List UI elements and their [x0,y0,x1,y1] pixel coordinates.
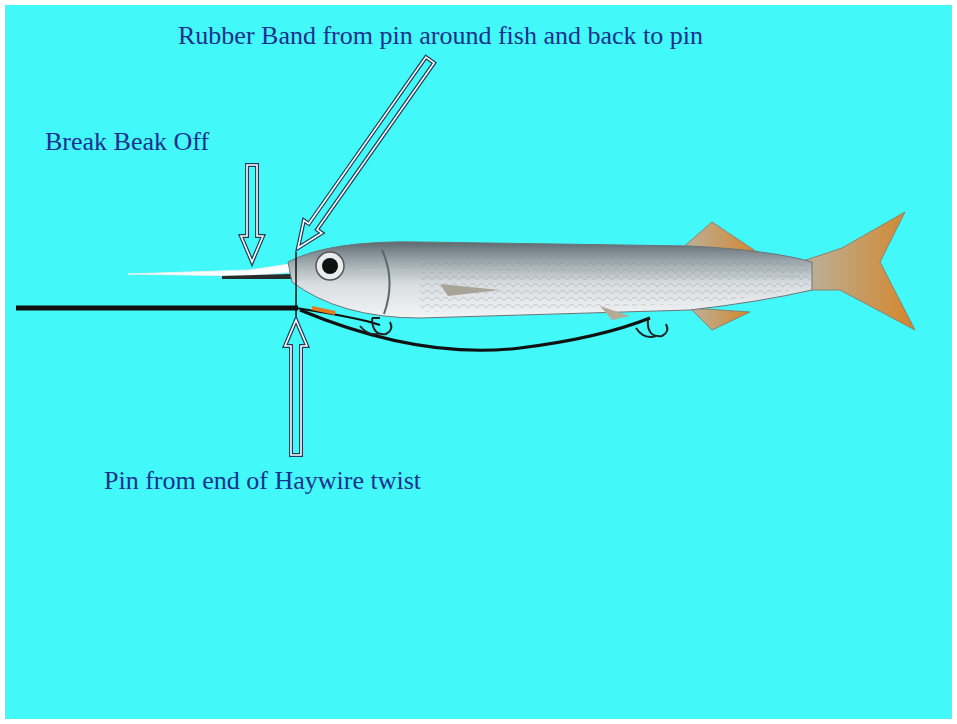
callout-arrow-highlight [298,57,434,248]
callout-arrow [298,57,434,248]
lateral-line [360,270,800,276]
scales [420,246,810,312]
callout-arrows [241,57,434,455]
anal-fin [690,308,750,330]
eye [316,252,344,280]
callout-arrow-highlight [241,165,263,262]
callout-arrow-highlight [285,320,307,455]
hook-wire [300,310,650,350]
callout-arrow [241,165,263,262]
tail-fin [800,212,915,330]
rear-hook [648,318,668,336]
pupil [322,258,338,274]
pelvic-fin [600,306,630,320]
leader-wire [16,306,298,311]
rear-hook [636,328,656,337]
gill-cover [382,250,390,314]
callout-label: Rubber Band from pin around fish and bac… [178,22,703,51]
callout-arrow [285,320,307,455]
pectoral-fin [440,284,500,296]
background [5,5,952,719]
orange-skirt [312,308,335,313]
fish-body [288,242,812,318]
front-hook [360,326,378,334]
pin-and-band [295,252,297,318]
front-hook [372,318,391,334]
hook-wire [296,308,380,325]
callout-label: Break Beak Off [45,128,209,157]
lower-jaw [222,274,292,279]
callout-label: Pin from end of Haywire twist [104,467,421,496]
beak [128,264,292,276]
